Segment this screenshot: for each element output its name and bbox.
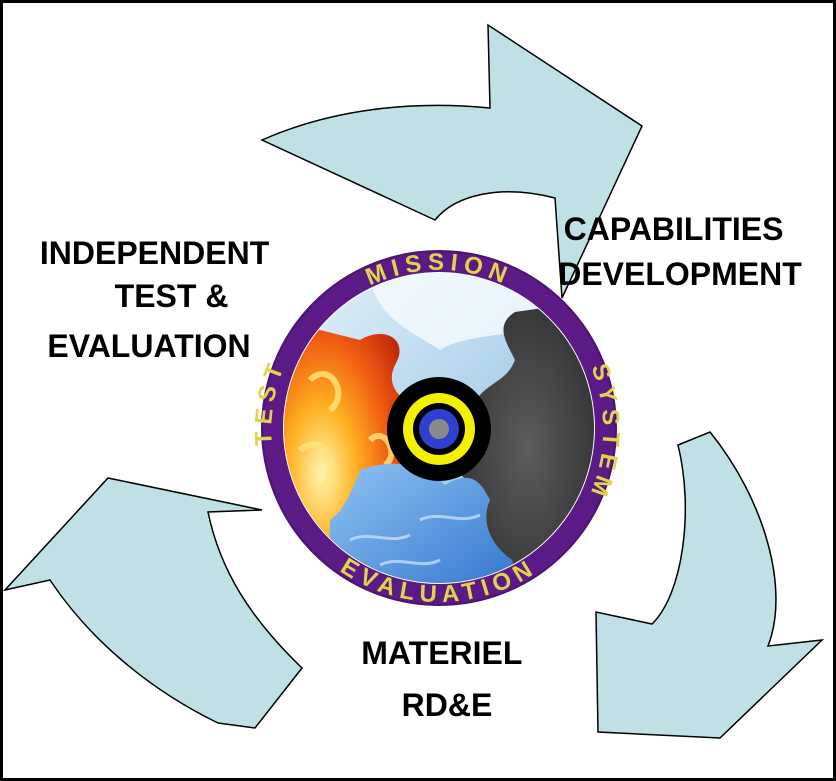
label-line: RD&E [402, 687, 493, 723]
water-ripples [349, 513, 481, 567]
target-center [429, 419, 449, 439]
fire-swirls [298, 371, 395, 558]
arrow-left [2, 477, 304, 729]
cycle-arrows [2, 23, 825, 739]
label-line: TEST & [115, 278, 229, 314]
label-line: DEVELOPMENT [558, 256, 802, 292]
label-line: INDEPENDENT [40, 235, 270, 271]
arrow-top [260, 23, 643, 299]
label-line: EVALUATION [47, 328, 250, 364]
label-line: MATERIEL [361, 635, 522, 671]
emblem: MISSION EVALUATION TEST SYSTEM [250, 249, 618, 608]
label-line: CAPABILITIES [564, 211, 784, 247]
water-piece [330, 463, 520, 583]
label-materiel-rde: MATERIEL RD&E [361, 635, 530, 723]
label-independent-test-evaluation: INDEPENDENT TEST & EVALUATION [40, 235, 278, 364]
label-capabilities-development: CAPABILITIES DEVELOPMENT [558, 211, 802, 292]
arrow-right [595, 431, 825, 739]
